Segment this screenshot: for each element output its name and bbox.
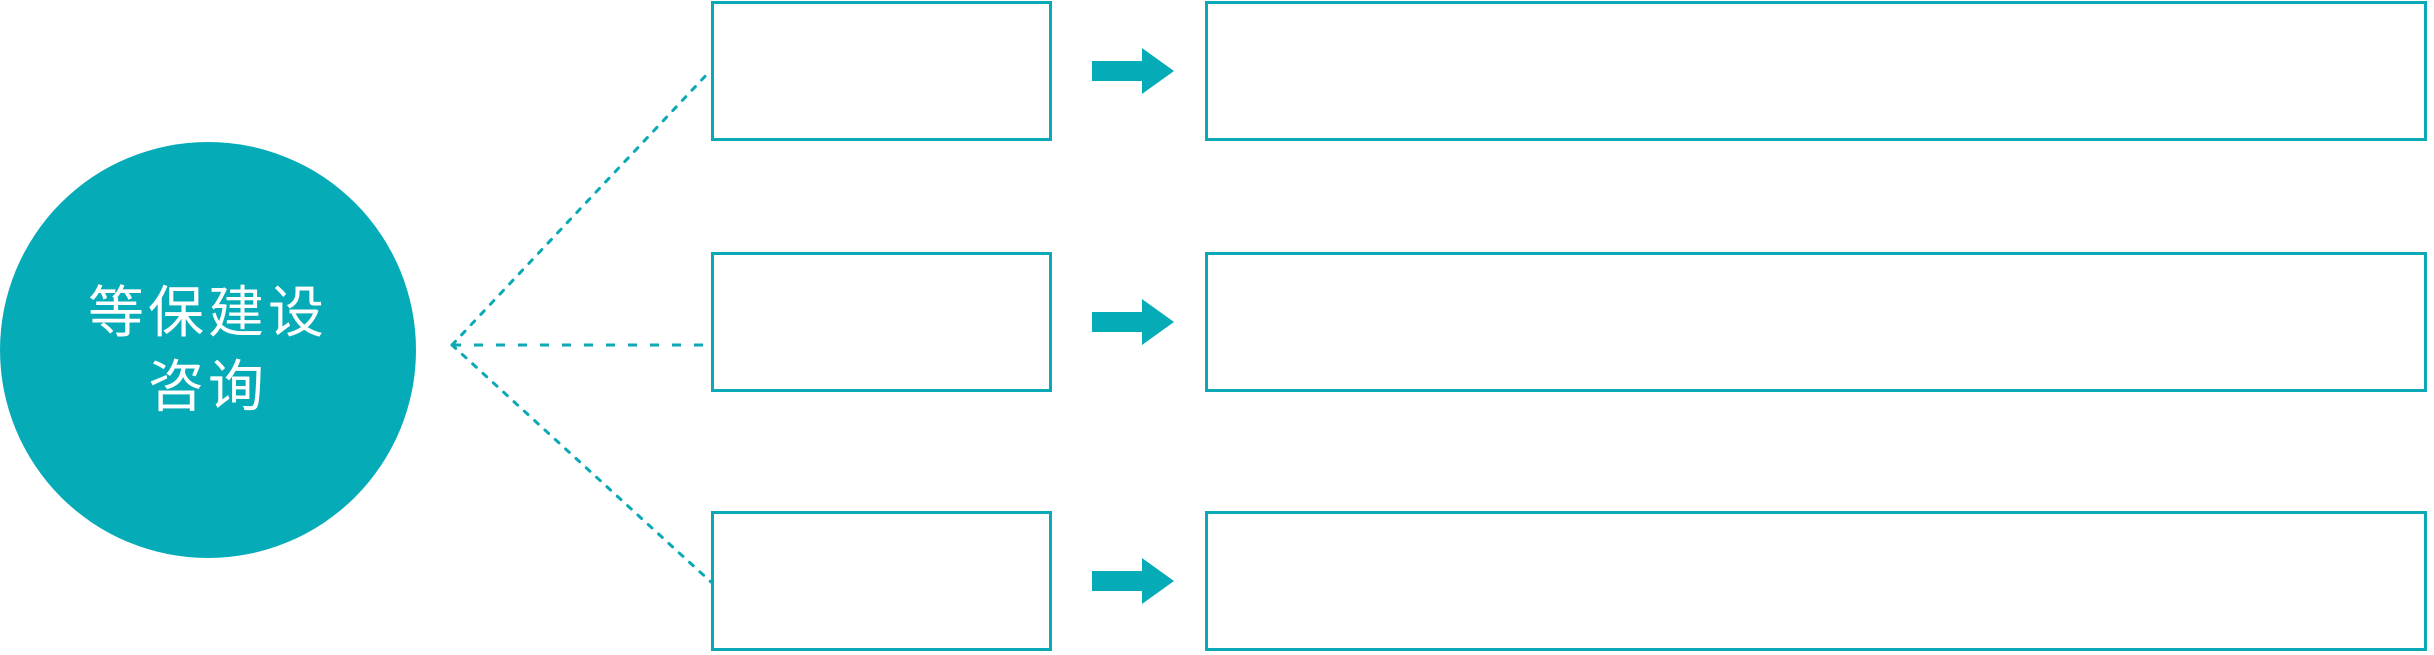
hub-label-line-2: 咨询 — [148, 355, 268, 418]
right-arrow-icon-2 — [1092, 299, 1174, 345]
right-arrow-icon-3 — [1092, 558, 1174, 604]
detail-box-3[interactable] — [1205, 511, 2427, 651]
right-arrow-icon-1 — [1092, 48, 1174, 94]
category-box-1[interactable] — [711, 1, 1052, 141]
hub-circle[interactable]: 等保建设 咨询 — [0, 142, 416, 558]
flow-row-2 — [0, 251, 2434, 393]
flow-row-1 — [0, 0, 2434, 142]
hub-label-line-1: 等保建设 — [88, 281, 328, 345]
category-box-2[interactable] — [711, 252, 1052, 392]
detail-box-2[interactable] — [1205, 252, 2427, 392]
detail-box-1[interactable] — [1205, 1, 2427, 141]
flow-row-3 — [0, 510, 2434, 652]
category-box-3[interactable] — [711, 511, 1052, 651]
